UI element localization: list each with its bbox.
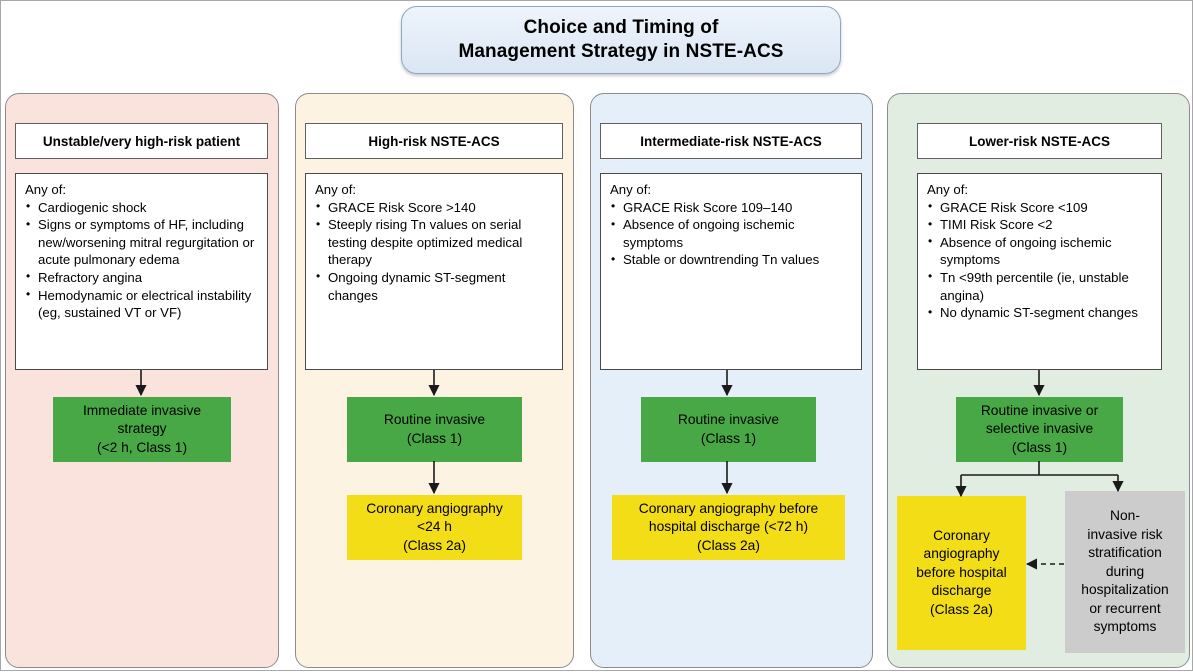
- outcome-line: Routine invasive or: [980, 402, 1099, 418]
- outcome-line: Non-: [1110, 508, 1140, 524]
- outcome-line: stratification: [1088, 545, 1162, 561]
- outcome-line: selective invasive: [985, 421, 1094, 437]
- outcome-routine-or-selective-invasive: Routine invasive or selective invasive (…: [956, 397, 1123, 462]
- figure-title-line-1: Choice and Timing of: [523, 17, 719, 38]
- criteria-list: GRACE Risk Score <109 TIMI Risk Score <2…: [927, 198, 1153, 322]
- outcome-line: before hospital: [916, 564, 1007, 580]
- outcome-line: (<2 h, Class 1): [96, 439, 188, 455]
- criteria-intro: Any of:: [927, 182, 969, 197]
- outcome-coronary-angiography-before-discharge: Coronary angiography before hospital dis…: [897, 496, 1026, 650]
- criteria-box-lower-risk: Any of: GRACE Risk Score <109 TIMI Risk …: [917, 173, 1162, 370]
- criteria-box-unstable: Any of: Cardiogenic shock Signs or sympt…: [15, 173, 268, 370]
- outcome-coronary-angiography-before-discharge-72h: Coronary angiography before hospital dis…: [612, 495, 845, 560]
- panel-unstable-very-high-risk: Unstable/very high-risk patient Any of: …: [5, 93, 279, 668]
- outcome-line: or recurrent: [1089, 600, 1161, 616]
- header-high-risk: High-risk NSTE-ACS: [305, 123, 563, 159]
- header-lower-risk: Lower-risk NSTE-ACS: [917, 123, 1162, 159]
- outcome-line: Coronary angiography before: [638, 500, 819, 516]
- criteria-item: TIMI Risk Score <2: [927, 216, 1153, 234]
- outcome-line: (Class 1): [406, 430, 463, 446]
- outcome-line: Immediate invasive: [82, 402, 202, 418]
- outcome-line: (Class 1): [700, 430, 757, 446]
- header-intermediate-risk: Intermediate-risk NSTE-ACS: [600, 123, 862, 159]
- outcome-line: symptoms: [1093, 619, 1157, 635]
- criteria-intro: Any of:: [315, 182, 357, 197]
- outcome-line: Routine invasive: [677, 412, 780, 427]
- figure-title-line-2: Management Strategy in NSTE-ACS: [458, 41, 784, 62]
- outcome-routine-invasive: Routine invasive (Class 1): [641, 397, 816, 462]
- criteria-box-high-risk: Any of: GRACE Risk Score >140 Steeply ri…: [305, 173, 563, 370]
- panel-intermediate-risk: Intermediate-risk NSTE-ACS Any of: GRACE…: [590, 93, 873, 668]
- criteria-item: Absence of ongoing ischemic symptoms: [927, 233, 1153, 269]
- outcome-line: (Class 2a): [403, 537, 466, 553]
- outcome-immediate-invasive-strategy: Immediate invasive strategy (<2 h, Class…: [53, 397, 231, 462]
- outcome-line: (Class 2a): [697, 537, 760, 553]
- criteria-item: Absence of ongoing ischemic symptoms: [610, 216, 853, 251]
- criteria-list: GRACE Risk Score >140 Steeply rising Tn …: [315, 198, 554, 305]
- criteria-intro: Any of:: [25, 182, 67, 197]
- criteria-item: GRACE Risk Score <109: [927, 198, 1153, 217]
- criteria-list: GRACE Risk Score 109–140 Absence of ongo…: [610, 198, 853, 269]
- criteria-box-intermediate-risk: Any of: GRACE Risk Score 109–140 Absence…: [600, 173, 862, 370]
- outcome-line: discharge: [931, 583, 992, 599]
- criteria-item: Signs or symptoms of HF, including new/w…: [25, 216, 259, 269]
- outcome-line: Coronary: [933, 527, 990, 543]
- outcome-line: hospital discharge (<72 h): [648, 519, 809, 535]
- criteria-item: GRACE Risk Score >140: [315, 198, 554, 217]
- outcome-noninvasive-risk-stratification: Non- invasive risk stratification during…: [1065, 491, 1185, 653]
- outcome-line: strategy: [117, 421, 167, 437]
- criteria-item: Tn <99th percentile (ie, unstable angina…: [927, 268, 1153, 304]
- outcome-line: (Class 2a): [930, 601, 993, 617]
- outcome-line: (Class 1): [1011, 439, 1068, 455]
- outcome-line: hospitalization: [1081, 582, 1169, 598]
- outcome-line: Coronary angiography: [366, 500, 503, 516]
- outcome-coronary-angiography-24h: Coronary angiography <24 h (Class 2a): [347, 495, 522, 560]
- criteria-item: GRACE Risk Score 109–140: [610, 198, 853, 217]
- outcome-line: Routine invasive: [383, 412, 486, 427]
- outcome-line: during: [1105, 563, 1145, 579]
- panel-lower-risk: Lower-risk NSTE-ACS Any of: GRACE Risk S…: [887, 93, 1190, 668]
- outcome-line: <24 h: [417, 519, 452, 535]
- criteria-intro: Any of:: [610, 182, 652, 197]
- criteria-item: Hemodynamic or electrical instability (e…: [25, 286, 259, 322]
- criteria-item: Refractory angina: [25, 268, 259, 287]
- header-unstable-very-high-risk: Unstable/very high-risk patient: [15, 123, 268, 159]
- panel-high-risk: High-risk NSTE-ACS Any of: GRACE Risk Sc…: [295, 93, 574, 668]
- criteria-list: Cardiogenic shock Signs or symptoms of H…: [25, 198, 259, 322]
- criteria-item: Stable or downtrending Tn values: [610, 251, 853, 269]
- criteria-item: Ongoing dynamic ST-segment changes: [315, 268, 554, 304]
- outcome-routine-invasive: Routine invasive (Class 1): [347, 397, 522, 462]
- figure-title-banner: Choice and Timing of Management Strategy…: [401, 6, 841, 74]
- criteria-item: Steeply rising Tn values on serial testi…: [315, 216, 554, 269]
- outcome-line: invasive risk: [1087, 526, 1163, 542]
- criteria-item: Cardiogenic shock: [25, 198, 259, 217]
- criteria-item: No dynamic ST-segment changes: [927, 304, 1153, 322]
- outcome-line: angiography: [923, 546, 1000, 562]
